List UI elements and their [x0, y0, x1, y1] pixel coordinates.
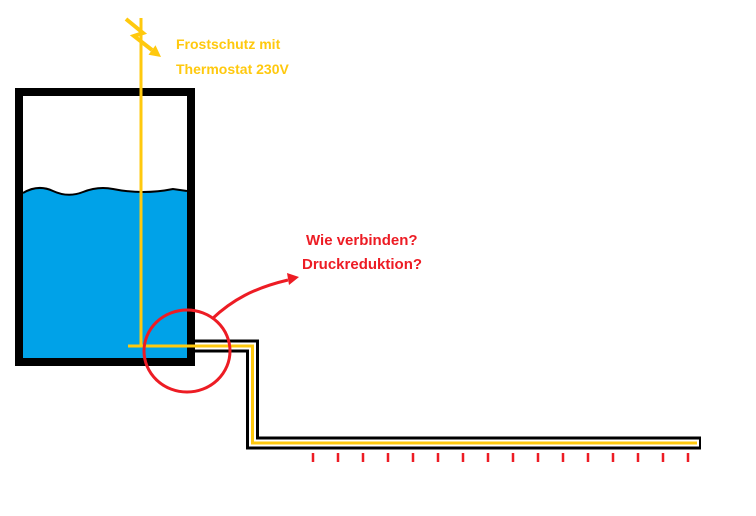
frostschutz-label-line1: Frostschutz mit [176, 36, 281, 52]
highlight-circle [142, 308, 232, 394]
lightning-arrowhead-icon [148, 45, 161, 57]
drip-marks [311, 453, 690, 462]
water-surface-line [22, 187, 188, 196]
tank-outline [15, 88, 195, 366]
lightning-arrow [124, 17, 154, 52]
question-label-line2: Druckreduktion? [302, 256, 422, 273]
pipe-bore [195, 342, 699, 447]
question-arrow [210, 278, 289, 321]
tank-water [23, 187, 187, 360]
question-label-line1: Wie verbinden? [306, 232, 418, 249]
frostschutz-label-line2: Thermostat 230V [176, 61, 289, 77]
question-arrowhead-icon [287, 273, 299, 285]
heating-cable-pipe [128, 344, 697, 445]
pipe-outline [195, 339, 701, 450]
